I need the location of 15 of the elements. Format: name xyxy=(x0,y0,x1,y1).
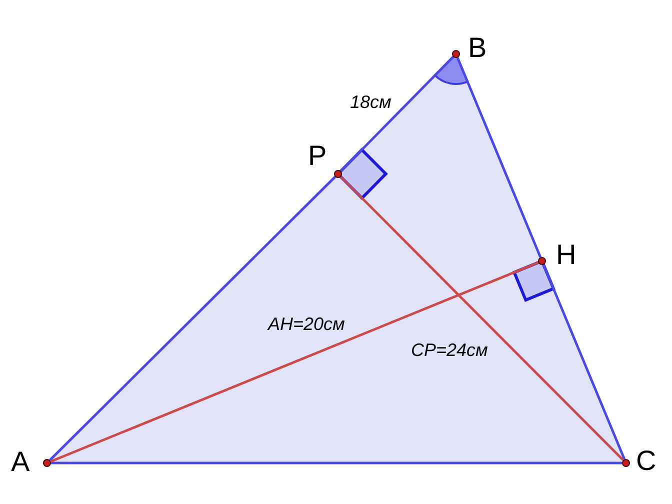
point-label: B xyxy=(468,34,487,62)
side-line xyxy=(51,462,622,464)
segment-line xyxy=(50,261,539,463)
point-label: C xyxy=(636,447,656,475)
edge-label: AH=20см xyxy=(268,314,345,334)
point-label: H xyxy=(556,241,576,269)
point-label: P xyxy=(308,142,327,170)
side-line xyxy=(542,264,626,460)
edge-label: 18см xyxy=(350,92,392,112)
edge-label: CP=24см xyxy=(411,340,488,360)
side-line xyxy=(456,57,542,258)
point-label: A xyxy=(11,448,30,476)
side-line xyxy=(340,56,454,172)
segment-line xyxy=(340,176,624,462)
side-line xyxy=(48,176,336,462)
